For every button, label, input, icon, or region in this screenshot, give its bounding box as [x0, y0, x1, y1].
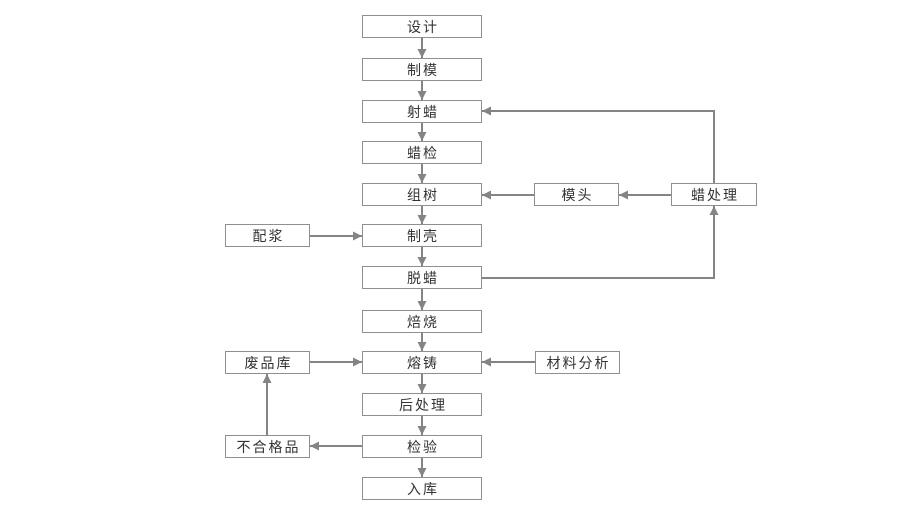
arrowhead-shell-making-to-dewaxing [417, 257, 427, 266]
arrowhead-inspection-to-nonconforming [310, 441, 319, 451]
arrowhead-wax-inspection-to-tree-assembly [417, 174, 427, 183]
node-dewaxing: 脱蜡 [362, 266, 482, 289]
node-label: 材料分析 [546, 354, 611, 371]
arrowhead-design-to-mold-making [417, 49, 427, 58]
arrowhead-nonconforming-to-scrap-warehouse [262, 374, 272, 383]
node-shell-making: 制壳 [362, 224, 482, 247]
node-label: 配浆 [252, 227, 285, 244]
node-label: 脱蜡 [407, 269, 439, 286]
arrowhead-slurry-preparation-to-shell-making [353, 231, 362, 241]
node-design: 设计 [362, 15, 482, 38]
arrowhead-wax-treatment-to-wax-injection [482, 106, 491, 116]
arrowhead-material-analysis-to-melting-casting [482, 357, 491, 367]
node-tree-assembly: 组树 [362, 183, 482, 206]
node-final-inspection: 检验 [362, 435, 482, 458]
node-die-head: 模头 [534, 183, 619, 206]
node-warehousing: 入库 [362, 477, 482, 500]
node-label: 熔铸 [407, 354, 439, 371]
node-label: 模头 [561, 186, 594, 203]
node-label: 入库 [407, 480, 439, 497]
node-label: 蜡处理 [691, 186, 739, 203]
node-label: 不合格品 [236, 438, 301, 455]
node-label: 射蜡 [407, 103, 439, 120]
node-label: 制模 [407, 61, 439, 78]
edge-dewaxing-to-wax-treatment [482, 206, 715, 279]
node-nonconforming-product: 不合格品 [225, 435, 310, 458]
node-scrap-warehouse: 废品库 [225, 351, 310, 374]
node-post-processing: 后处理 [362, 393, 482, 416]
arrowhead-inspection-to-warehousing [417, 468, 427, 477]
arrowhead-post-processing-to-inspection [417, 426, 427, 435]
node-melting-casting: 熔铸 [362, 351, 482, 374]
node-slurry-preparation: 配浆 [225, 224, 310, 247]
arrowhead-wax-injection-to-wax-inspection [417, 132, 427, 141]
arrowhead-dewaxing-to-roasting [417, 301, 427, 310]
node-wax-injection: 射蜡 [362, 100, 482, 123]
arrowhead-melting-casting-to-post-processing [417, 384, 427, 393]
arrowhead-roasting-to-melting-casting [417, 342, 427, 351]
node-label: 设计 [407, 18, 439, 35]
node-mold-making: 制模 [362, 58, 482, 81]
edge-wax-treatment-to-wax-injection [482, 110, 715, 183]
arrowhead-wax-treatment-to-die-head [619, 190, 628, 200]
arrowhead-die-head-to-tree-assembly [482, 190, 491, 200]
node-label: 焙烧 [407, 313, 439, 330]
node-label: 制壳 [407, 227, 439, 244]
arrowhead-mold-making-to-wax-injection [417, 91, 427, 100]
node-label: 组树 [407, 186, 439, 203]
node-wax-inspection: 蜡检 [362, 141, 482, 164]
arrowhead-dewaxing-to-wax-treatment [709, 206, 719, 215]
node-wax-treatment: 蜡处理 [671, 183, 757, 206]
node-label: 蜡检 [407, 144, 439, 161]
node-material-analysis: 材料分析 [535, 351, 620, 374]
node-roasting: 焙烧 [362, 310, 482, 333]
node-label: 后处理 [399, 396, 447, 413]
node-label: 废品库 [244, 354, 293, 371]
arrowhead-scrap-warehouse-to-melting-casting [353, 357, 362, 367]
node-label: 检验 [407, 438, 439, 455]
arrowhead-tree-assembly-to-shell-making [417, 215, 427, 224]
